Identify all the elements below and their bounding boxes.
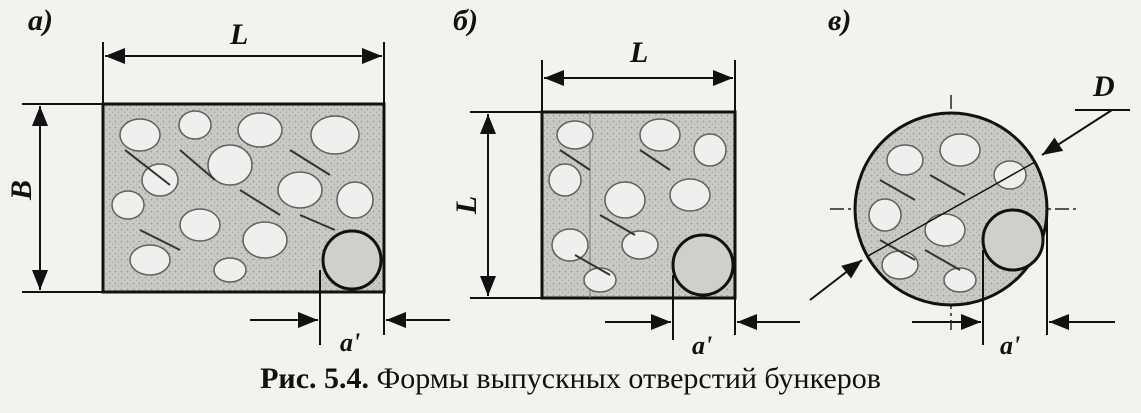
panel-a-height-label: B: [5, 179, 39, 201]
panel-b-outlet-circle: [671, 233, 735, 297]
figure-caption-text: Формы выпускных отверстий бункеров: [376, 362, 881, 395]
panel-a-width-label: L: [230, 18, 249, 51]
panel-b-width-label: L: [630, 36, 649, 69]
panel-c-diameter-label: D: [1093, 70, 1115, 103]
panel-a-opening-label: a': [340, 328, 361, 357]
panel-b-bulk-material: [548, 118, 727, 293]
panel-b-label: б): [453, 4, 478, 37]
panel-b-height-label: L: [450, 195, 484, 215]
panel-c-opening-label: a': [1000, 331, 1021, 360]
panel-c-drawing: [809, 95, 1130, 345]
panel-b-drawing: [470, 60, 800, 340]
panel-c-outlet-circle: [981, 208, 1045, 272]
panel-a-bulk-material: [111, 110, 374, 283]
panel-c-diameter-dimension: [1041, 109, 1113, 156]
panel-a-drawing: [22, 42, 450, 345]
panel-b-opening-label: a': [692, 331, 713, 360]
figure-number: Рис. 5.4.: [260, 362, 370, 395]
panel-a-label: а): [28, 4, 53, 37]
figure-caption: Рис. 5.4. Формы выпускных отверстий бунк…: [0, 362, 1141, 395]
panel-a-outlet-circle: [321, 229, 383, 291]
panel-c-label: в): [828, 4, 852, 37]
panel-c-bulk-material: [868, 133, 1027, 293]
